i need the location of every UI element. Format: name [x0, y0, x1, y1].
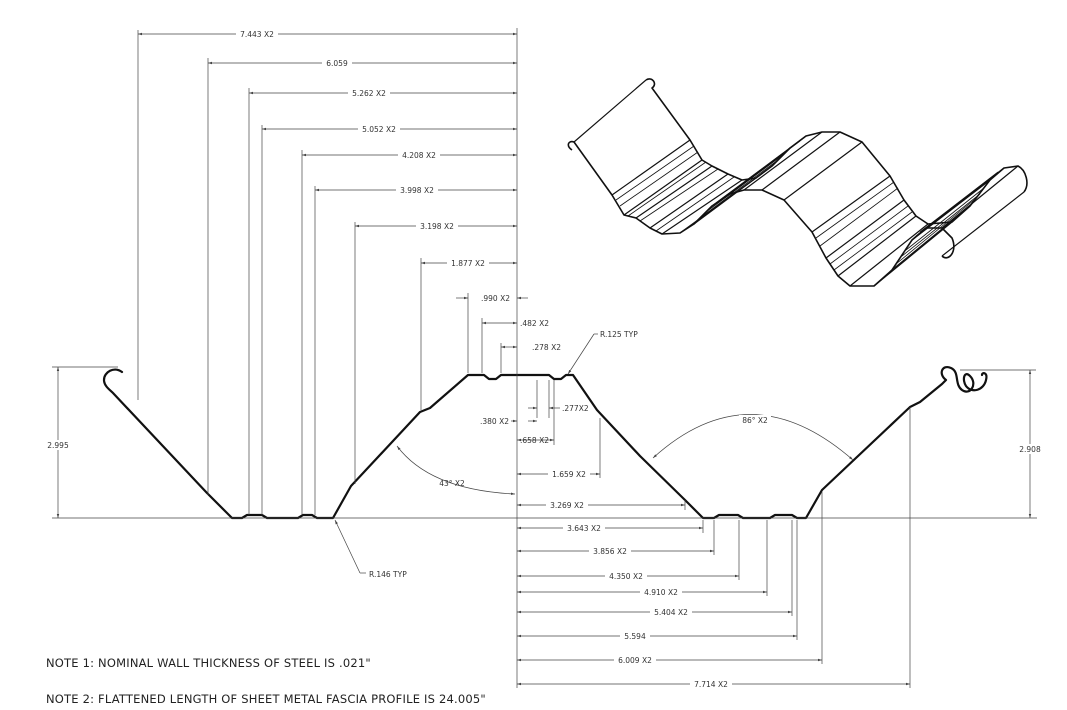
angle-86: 86° X2: [652, 414, 854, 461]
angle-43-label: 43° X2: [439, 479, 465, 488]
radius-callout-146: R.146 TYP: [334, 519, 407, 579]
dim-3269: 3.269 X2: [550, 501, 584, 510]
small-dimensions: .277X2 .380 X2 .658 X2 1.659 X2: [480, 380, 601, 479]
height-dimension-right: 2.908: [960, 369, 1044, 518]
dim-1659: 1.659 X2: [552, 470, 586, 479]
dim-5262: 5.262 X2: [352, 89, 386, 98]
angle-86-label: 86° X2: [742, 416, 768, 425]
dim-6009: 6.009 X2: [618, 656, 652, 665]
height-left: 2.995: [47, 441, 69, 450]
angle-43: 43° X2: [396, 445, 516, 496]
isometric-panel-view: [567, 78, 1028, 287]
dim-4208: 4.208 X2: [402, 151, 436, 160]
note-flattened-length: NOTE 2: FLATTENED LENGTH OF SHEET METAL …: [46, 692, 486, 706]
note-wall-thickness: NOTE 1: NOMINAL WALL THICKNESS OF STEEL …: [46, 656, 371, 670]
dim-0482: .482 X2: [520, 319, 549, 328]
radius-146-label: R.146 TYP: [369, 570, 407, 579]
dim-3198: 3.198 X2: [420, 222, 454, 231]
dim-3643: 3.643 X2: [567, 524, 601, 533]
dim-0990: .990 X2: [481, 294, 510, 303]
dim-5594: 5.594: [624, 632, 646, 641]
dim-7443: 7.443 X2: [240, 30, 274, 39]
dim-4910: 4.910 X2: [644, 588, 678, 597]
dim-3856: 3.856 X2: [593, 547, 627, 556]
dim-0380: .380 X2: [480, 417, 509, 426]
height-right: 2.908: [1019, 445, 1041, 454]
dim-0278: .278 X2: [532, 343, 561, 352]
dim-7714: 7.714 X2: [694, 680, 728, 689]
dim-4350: 4.350 X2: [609, 572, 643, 581]
dim-5052: 5.052 X2: [362, 125, 396, 134]
dim-3998: 3.998 X2: [400, 186, 434, 195]
dim-1877: 1.877 X2: [451, 259, 485, 268]
bottom-dimensions: 3.269 X2 3.643 X2 3.856 X2 4.350 X2 4.91…: [517, 407, 911, 689]
dim-6059: 6.059: [326, 59, 348, 68]
fascia-profile-outline: [102, 366, 988, 520]
radius-callout-125: R.125 TYP: [567, 330, 638, 375]
dim-0658: .658 X2: [520, 436, 549, 445]
height-dimension-left: 2.995: [44, 366, 118, 518]
radius-125-label: R.125 TYP: [600, 330, 638, 339]
top-dimensions: 7.443 X2 6.059 5.262 X2 5.052 X2 4.208 X…: [137, 29, 561, 515]
dim-5404: 5.404 X2: [654, 608, 688, 617]
dim-0277: .277X2: [562, 404, 589, 413]
